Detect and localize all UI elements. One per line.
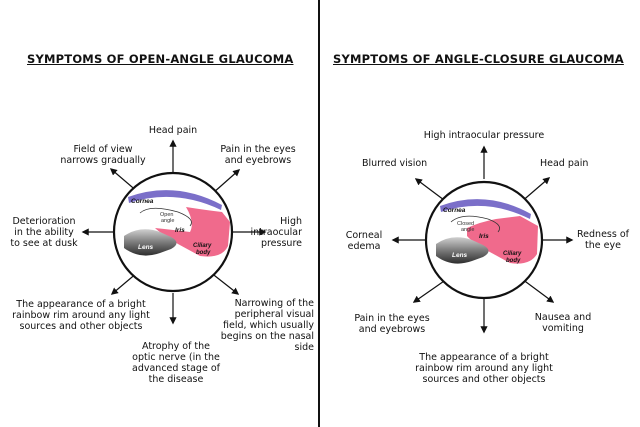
open-ciliary-label-1: Ciliary (193, 243, 212, 249)
closed-cornea-label: Cornea (443, 207, 466, 214)
open-angle-label-1: Open (160, 212, 173, 218)
angle-closure-title: SYMPTOMS OF ANGLE-CLOSURE GLAUCOMA (333, 52, 624, 66)
closed-pressure-label: High intraocular pressure (423, 130, 545, 141)
closed-head-pain-label: Head pain (540, 158, 589, 169)
closed-angle-label-1: Closed (457, 221, 474, 227)
open-angle-title: SYMPTOMS OF OPEN-ANGLE GLAUCOMA (27, 52, 294, 66)
open-cornea-label: Cornea (131, 198, 154, 205)
closed-lens-label: Lens (452, 252, 468, 259)
closed-iris-label: Iris (479, 233, 489, 240)
angle-closure-eye-diagram (424, 180, 544, 300)
open-ciliary-label-2: body (196, 250, 211, 256)
open-iris-label: Iris (175, 227, 185, 234)
open-angle-eye-diagram (112, 171, 234, 293)
open-head-pain-label: Head pain (148, 125, 198, 136)
closed-blurred-vision-label: Blurred vision (362, 158, 428, 169)
closed-angle-label-2: angle (461, 227, 474, 233)
closed-ciliary-label-1: Ciliary (503, 251, 522, 257)
closed-ciliary-label-2: body (506, 258, 521, 264)
open-angle-label-2: angle (161, 218, 174, 224)
panel-divider (318, 0, 320, 427)
open-lens-label: Lens (138, 244, 154, 251)
